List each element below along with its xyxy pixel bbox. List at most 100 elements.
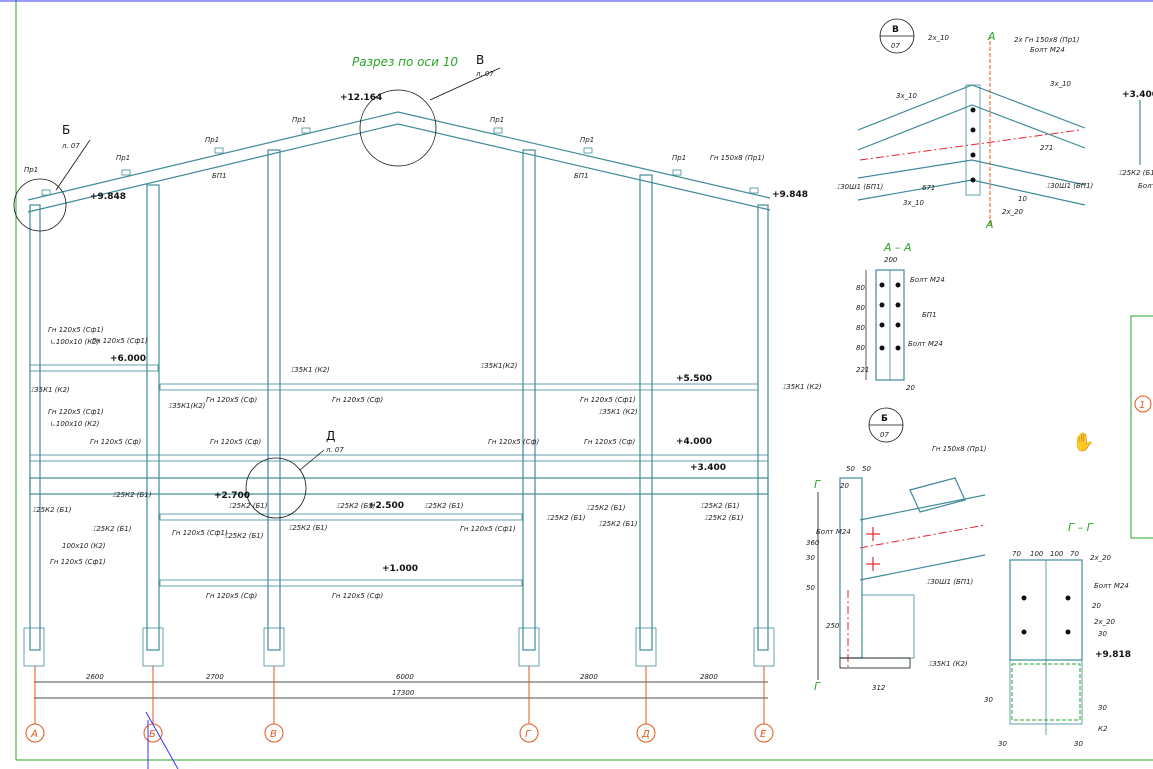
axis-a-bubble bbox=[25, 723, 45, 743]
elev-6000: +6.000 bbox=[110, 354, 146, 364]
lbl-beam-c: ⌶25К2 (Б1) bbox=[92, 525, 132, 533]
section-aa-note-10: 221 bbox=[856, 366, 869, 374]
hand-cursor-icon: ✋ bbox=[1072, 431, 1094, 453]
lbl-girt-h: Гн 120х5 (Сф) bbox=[210, 438, 261, 446]
section-aa-note-5: 20 bbox=[906, 384, 915, 392]
detail-b-note-4: ⌶35К1 (К2) bbox=[928, 660, 968, 668]
section-aa-note-8: 80 bbox=[856, 324, 865, 332]
lbl-girt-o: Гн 120х5 (Сф) bbox=[332, 592, 383, 600]
right-axis-label: 1 bbox=[1139, 400, 1145, 411]
elev-3400: +3.400 bbox=[690, 463, 726, 473]
detail-v-note-12: 271 bbox=[1040, 144, 1053, 152]
detail-v-note-10: 10 bbox=[1018, 195, 1027, 203]
detail-v-section-bottom: А bbox=[985, 218, 994, 231]
detail-b-note-9: 30 bbox=[806, 554, 815, 562]
beam-1000 bbox=[159, 579, 523, 587]
detail-b-note-2: Болт М24 bbox=[816, 528, 851, 536]
elev-right-3400: +3.400 bbox=[1122, 90, 1153, 100]
lbl-girt-f: Гн 120х5 (Сф1) bbox=[48, 408, 104, 416]
section-aa-note-9: 80 bbox=[856, 344, 865, 352]
detail-b-letter: Б bbox=[881, 414, 888, 424]
detail-v-note-2: 2х Гн 150х8 (Пр1) bbox=[1014, 36, 1080, 44]
lbl-beam-l: ⌶25К2 (Б1) bbox=[700, 502, 740, 510]
detail-v-sheet: 07 bbox=[891, 42, 900, 50]
section-gg-note-14: К2 bbox=[1098, 725, 1108, 733]
lbl-brace-c: 100х10 (К2) bbox=[62, 542, 106, 550]
axis-g-bubble bbox=[519, 723, 539, 743]
rafter-top bbox=[27, 111, 771, 201]
detail-v-letter: В bbox=[892, 25, 899, 35]
lbl-beam-j: ⌶25К2 (Б1) bbox=[586, 504, 626, 512]
callout-d-sheet: л. 07 bbox=[325, 446, 344, 454]
callout-d-letter: Д bbox=[326, 429, 335, 443]
column-d bbox=[639, 174, 653, 651]
lbl-beam-g: ⌶25К2 (Б1) bbox=[288, 524, 328, 532]
axis-d-bubble bbox=[636, 723, 656, 743]
section-gg-note-9: 30 bbox=[1098, 630, 1107, 638]
lbl-pr1-gn: Гн 150х8 (Пр1) bbox=[710, 154, 765, 162]
detail-b-note-5: 20 bbox=[840, 482, 849, 490]
detail-v-section-top: А bbox=[987, 30, 996, 43]
detail-b-sheet: 07 bbox=[880, 431, 889, 439]
section-aa-title: А – А bbox=[883, 241, 912, 254]
member-labels: Пр1 Пр1 Пр1 Пр1 Пр1 Пр1 Пр1 Гн 150х8 (Пр… bbox=[24, 116, 822, 600]
section-gg-note-6: Болт М24 bbox=[1094, 582, 1129, 590]
lbl-beam-m: ⌶25К2 (Б1) bbox=[704, 514, 744, 522]
elevation-marks: +12.164 +9.848 +9.848 +6.000 +5.500 +4.0… bbox=[90, 90, 1153, 660]
detail-v-note-8: 3х_10 bbox=[903, 199, 925, 207]
elev-1000: +1.000 bbox=[382, 564, 418, 574]
section-gg-note-13: 30 bbox=[1074, 740, 1083, 748]
lbl-beam-a: ⌶25К2 (Б1) bbox=[112, 491, 152, 499]
dim-1: 2600 bbox=[86, 673, 104, 681]
dim-4: 2800 bbox=[580, 673, 598, 681]
detail-v-note-3: Болт М24 bbox=[1030, 46, 1065, 54]
lbl-col-k2-a: ⌶35К1 (К2) bbox=[290, 366, 330, 374]
section-gg-title: Г – Г bbox=[1068, 521, 1094, 534]
lbl-beam-i: ⌶25К2 (Б1) bbox=[546, 514, 586, 522]
lbl-girt-i: Гн 120х5 (Сф) bbox=[488, 438, 539, 446]
section-gg-note-2: 100 bbox=[1030, 550, 1044, 558]
lbl-pr1-d: Пр1 bbox=[292, 116, 306, 124]
axis-b-label: Б bbox=[149, 729, 156, 740]
elev-2500: +2.500 bbox=[368, 501, 404, 511]
detail-v-note-4: 3х_10 bbox=[896, 92, 918, 100]
lbl-bp1-b: БП1 bbox=[574, 172, 589, 180]
lbl-col-k2-c: ⌶35К1 (К2) bbox=[782, 383, 822, 391]
lbl-girt-m: Гн 120х5 (Сф1) bbox=[50, 558, 106, 566]
detail-v-note-7: ⌶30Ш1 (БП1) bbox=[1046, 182, 1094, 190]
column-e bbox=[757, 204, 769, 651]
section-aa-note-4: Болт М24 bbox=[908, 340, 943, 348]
section-gg-note-8: 2х_20 bbox=[1094, 618, 1116, 626]
detail-v-note-5: 3х_10 bbox=[1050, 80, 1072, 88]
section-gg-note-12: 30 bbox=[998, 740, 1007, 748]
axis-e-bubble bbox=[754, 723, 774, 743]
detail-b-section-bottom: Г bbox=[814, 680, 821, 693]
lbl-girt-e: Гн 120х5 (Сф1) bbox=[580, 396, 636, 404]
elev-right-eave: +9.848 bbox=[772, 190, 808, 200]
axis-bubbles: А Б В Г Д Е bbox=[25, 666, 774, 769]
lbl-girt-g: Гн 120х5 (Сф) bbox=[90, 438, 141, 446]
detail-b-note-3: ⌶30Ш1 (БП1) bbox=[926, 578, 974, 586]
lbl-col-k2-b: ⌶35К1(К2) bbox=[480, 362, 518, 370]
lbl-beam-h: ⌶25К2 (Б1) bbox=[224, 532, 264, 540]
detail-b-note-8: 50 bbox=[862, 465, 871, 473]
lbl-col-k2-e: ⌶35К1 (К2) bbox=[30, 386, 70, 394]
callout-circle-v bbox=[359, 89, 437, 167]
section-gg-note-4: 70 bbox=[1070, 550, 1079, 558]
column-g bbox=[522, 149, 536, 651]
lbl-pr1-b: Пр1 bbox=[116, 154, 130, 162]
section-title: Разрез по оси 10 bbox=[352, 55, 458, 69]
elev-5500: +5.500 bbox=[676, 374, 712, 384]
lbl-brace-b: ∟100х10 (К2) bbox=[50, 420, 100, 428]
lbl-col-k2-d: ⌶35К1(К2) bbox=[168, 402, 206, 410]
callout-v-letter: В bbox=[476, 53, 484, 67]
callout-b-letter: Б bbox=[62, 123, 70, 137]
beam-2500 bbox=[159, 513, 523, 521]
dimension-chain: 2600 2700 6000 2800 2800 17300 bbox=[34, 673, 768, 699]
dim-2: 2700 bbox=[206, 673, 224, 681]
callout-b-sheet: л. 07 bbox=[61, 142, 80, 150]
lbl-pr1-g: Пр1 bbox=[672, 154, 686, 162]
section-gg-note-1: 70 bbox=[1012, 550, 1021, 558]
section-gg-note-5: 2х_20 bbox=[1090, 554, 1112, 562]
lbl-beam-e: ⌶25К2 (Б1) bbox=[336, 502, 376, 510]
